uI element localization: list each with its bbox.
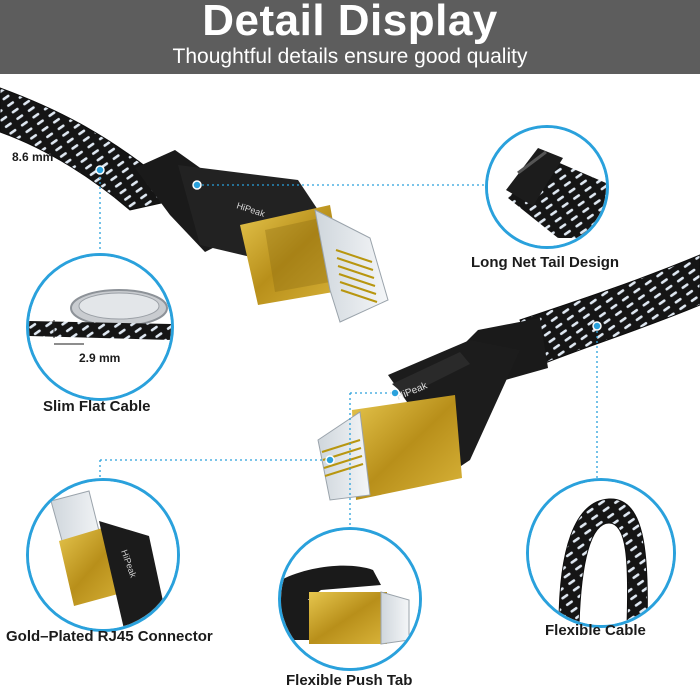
detail-circle-gold-connector: HiPeak xyxy=(26,478,180,632)
width-dimension-label: 8.6 mm xyxy=(12,150,54,164)
label-slim-flat-cable: Slim Flat Cable xyxy=(43,398,151,415)
label-flexible-cable: Flexible Cable xyxy=(545,622,646,639)
thickness-dimension-label: 2.9 mm xyxy=(79,351,121,365)
detail-circle-push-tab xyxy=(278,527,422,671)
detail-circle-flexible-cable xyxy=(526,478,676,628)
leader-dots xyxy=(95,165,602,465)
page-title: Detail Display xyxy=(202,0,498,45)
label-gold-plated-connector: Gold–Plated RJ45 Connector xyxy=(6,628,213,645)
label-flexible-push-tab: Flexible Push Tab xyxy=(286,672,413,689)
header-banner: Detail Display Thoughtful details ensure… xyxy=(0,0,700,74)
upper-cable: HiPeak xyxy=(0,87,389,323)
detail-circle-long-tail xyxy=(485,125,609,249)
detail-circle-slim-flat xyxy=(26,253,174,401)
lower-cable: HiPeak xyxy=(317,254,700,501)
page-subtitle: Thoughtful details ensure good quality xyxy=(172,45,528,68)
leader-lines xyxy=(99,172,598,530)
label-long-net-tail: Long Net Tail Design xyxy=(471,254,620,271)
